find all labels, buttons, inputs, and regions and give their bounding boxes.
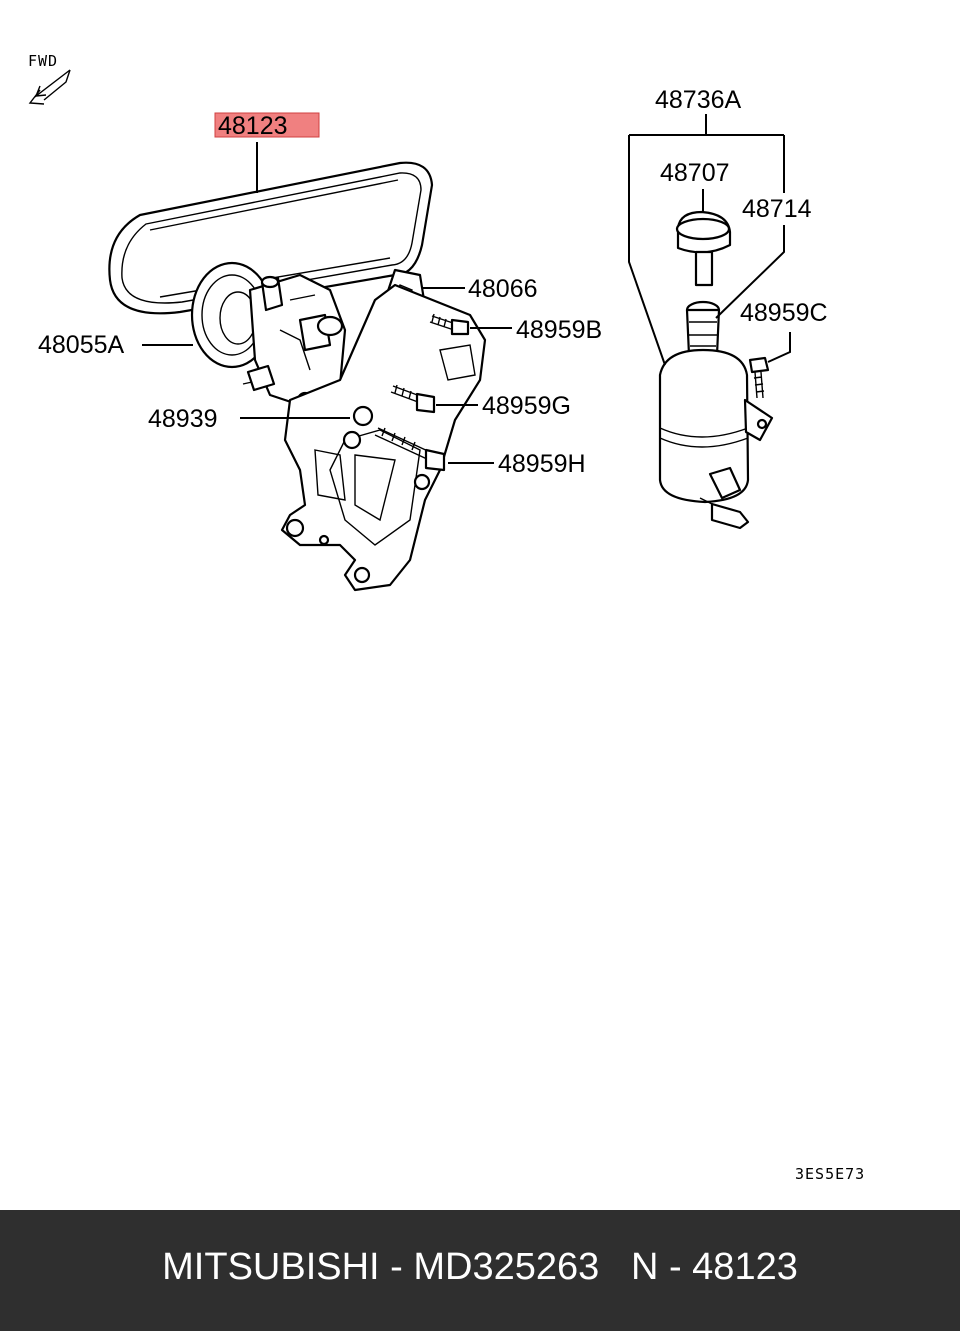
part-number-caption: MITSUBISHI - MD325263 N - 48123 [162,1246,798,1288]
drawing-code: 3ES5E73 [795,1165,865,1183]
label-48959h[interactable]: 48959H [498,450,586,478]
label-48939[interactable]: 48939 [148,405,218,433]
label-48959g[interactable]: 48959G [482,392,571,420]
label-48959b[interactable]: 48959B [516,316,602,344]
bolt-48959h[interactable] [374,427,446,472]
reservoir-cap[interactable] [675,210,732,287]
label-48123[interactable]: 48123 [218,112,288,140]
leader-lines [142,114,791,464]
label-48714[interactable]: 48714 [742,195,812,223]
label-48707[interactable]: 48707 [660,159,730,187]
bolt-48959c[interactable] [748,356,770,399]
belt-label-highlight [214,112,320,138]
bolt-48959b[interactable] [429,313,470,336]
power-steering-pump[interactable] [190,261,347,409]
label-48055a[interactable]: 48055A [38,331,125,359]
fwd-label: FWD [28,52,58,70]
reservoir-body[interactable] [658,348,774,530]
reservoir-filter[interactable] [685,300,721,357]
bolt-48959g[interactable] [390,384,436,414]
parts-diagram: FWD [28,52,865,1183]
fwd-arrow-icon: FWD [28,52,71,105]
label-48066[interactable]: 48066 [468,275,538,303]
footer-bar: MITSUBISHI - MD325263 N - 48123 [0,1210,960,1331]
label-48959c[interactable]: 48959C [740,299,828,327]
label-48736a[interactable]: 48736A [655,86,742,114]
lower-bracket[interactable] [280,283,487,592]
